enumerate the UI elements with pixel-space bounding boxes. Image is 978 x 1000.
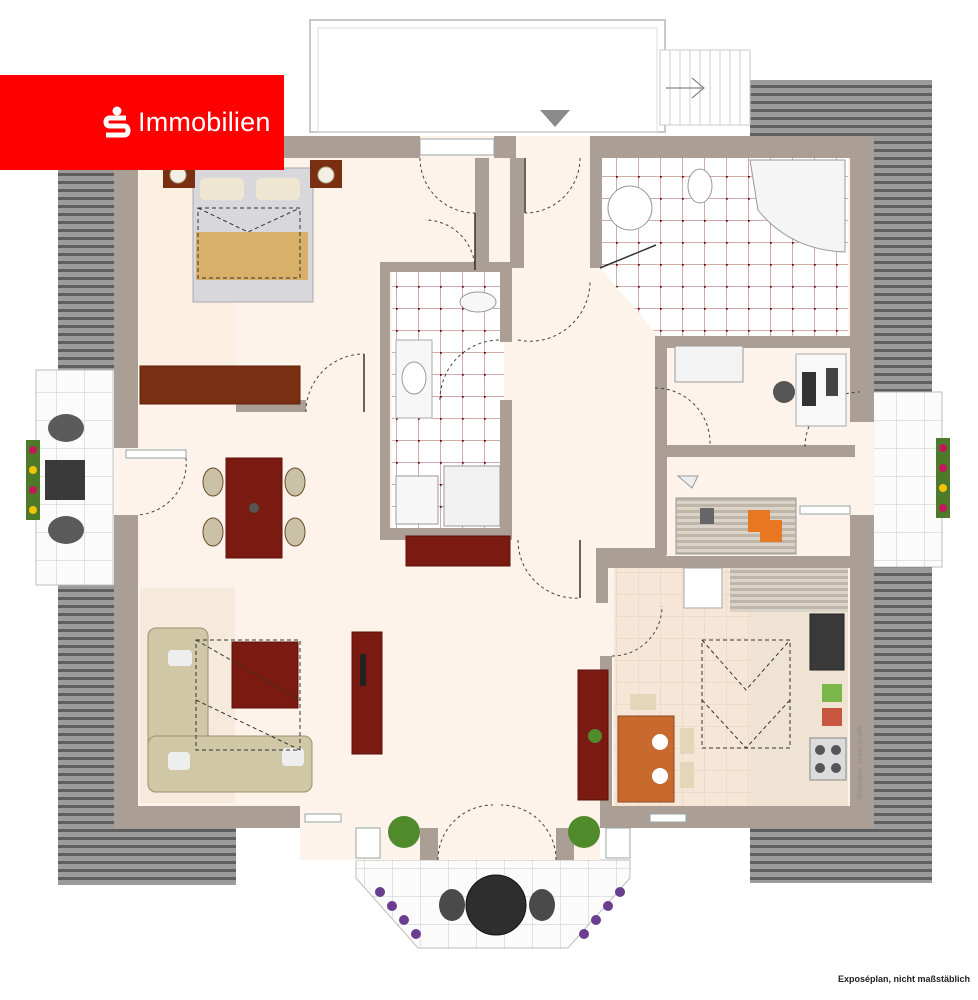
plan-footer-note: Exposéplan, nicht maßstäblich: [837, 974, 970, 984]
stairs: [659, 49, 751, 126]
loggia-table: [465, 874, 527, 936]
office-chair: [773, 381, 795, 403]
plant-icon: [588, 729, 602, 743]
vegetable-tray: [822, 684, 842, 702]
tv-stand: [351, 631, 383, 755]
stove: [809, 737, 847, 781]
lamp-icon: [317, 166, 335, 184]
flower-box-icon: [26, 440, 40, 520]
brand-name: Immobilien: [138, 107, 271, 137]
watermark: Illustration: Immo-Grafik: [857, 725, 864, 800]
toilet-icon: [459, 291, 497, 313]
kitchen-table: [617, 694, 694, 803]
sparkasse-s-icon: [100, 106, 134, 140]
shelf: [405, 535, 511, 567]
roof-surfaces: [58, 80, 932, 885]
toilet-icon: [687, 168, 713, 204]
washing-machine: [395, 475, 439, 525]
sink-icon: [401, 361, 427, 395]
monitor-icon: [802, 372, 816, 406]
shower-tray: [443, 465, 501, 527]
flower-box-icon: [375, 887, 625, 939]
entrance-arrow-icon: [540, 110, 570, 127]
flower-box-icon: [936, 438, 950, 518]
loggia-chair: [529, 889, 555, 921]
tv-icon: [360, 654, 366, 686]
plant-icon: [568, 816, 600, 848]
coffee-table: [231, 641, 299, 709]
loggia-chair: [439, 889, 465, 921]
dining-table: [202, 457, 306, 559]
fridge: [683, 567, 723, 609]
vegetable-tray: [822, 708, 842, 726]
wardrobe: [139, 365, 301, 405]
plant-icon: [388, 816, 420, 848]
bathtub: [749, 159, 846, 253]
desk-lamp-icon: [676, 475, 699, 489]
balcony-table-set: [45, 414, 85, 544]
terrace-north: [309, 19, 666, 133]
kitchen-sink: [809, 613, 845, 671]
brand-banner: Immobilien: [0, 75, 284, 170]
windows: [125, 138, 851, 859]
sofa: [147, 627, 313, 793]
sink-icon: [607, 185, 653, 231]
door-leaves: [363, 158, 657, 598]
bed: [192, 167, 314, 303]
